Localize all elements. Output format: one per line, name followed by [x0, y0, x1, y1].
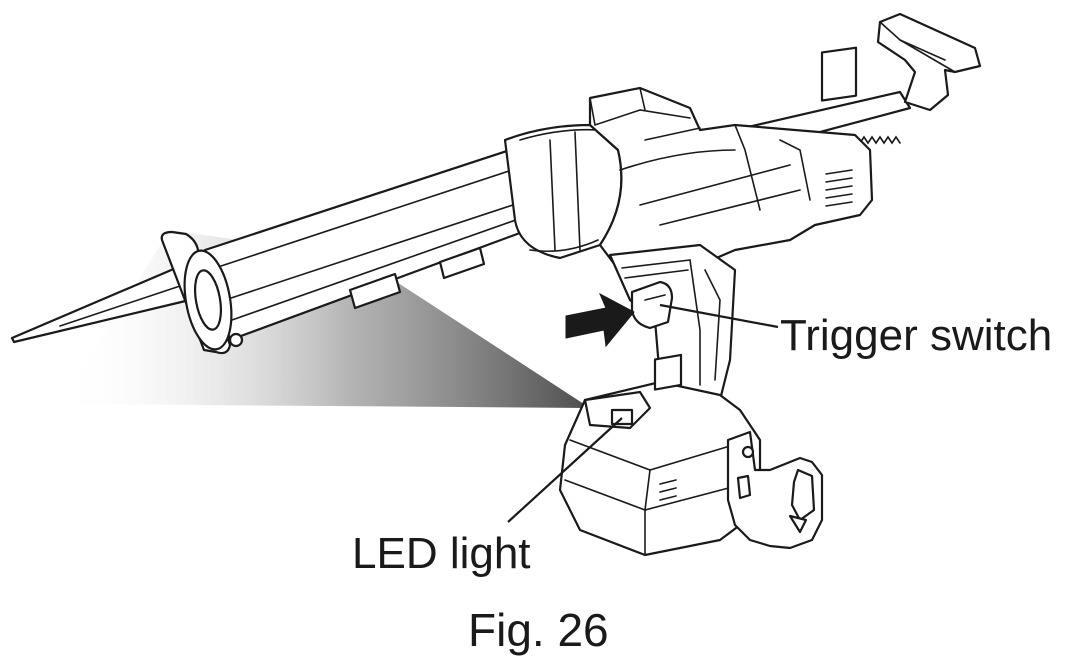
- front-cap: [160, 230, 244, 355]
- vent-slots: [820, 46, 858, 207]
- trigger-switch-leader-line: [659, 303, 779, 329]
- led-light-label: LED light: [352, 529, 531, 578]
- figure-caption: Fig. 26: [468, 604, 609, 656]
- trigger-switch: [630, 280, 674, 330]
- belt-hook: [726, 430, 824, 550]
- plunger-handle: [876, 12, 982, 112]
- trigger-switch-label: Trigger switch: [780, 311, 1052, 360]
- motor-housing: [588, 46, 874, 277]
- arrow-right-icon: [565, 292, 635, 348]
- led-light-module: [583, 390, 652, 430]
- cartridge-barrel: [203, 148, 542, 342]
- led-light-leader-line: [507, 417, 623, 523]
